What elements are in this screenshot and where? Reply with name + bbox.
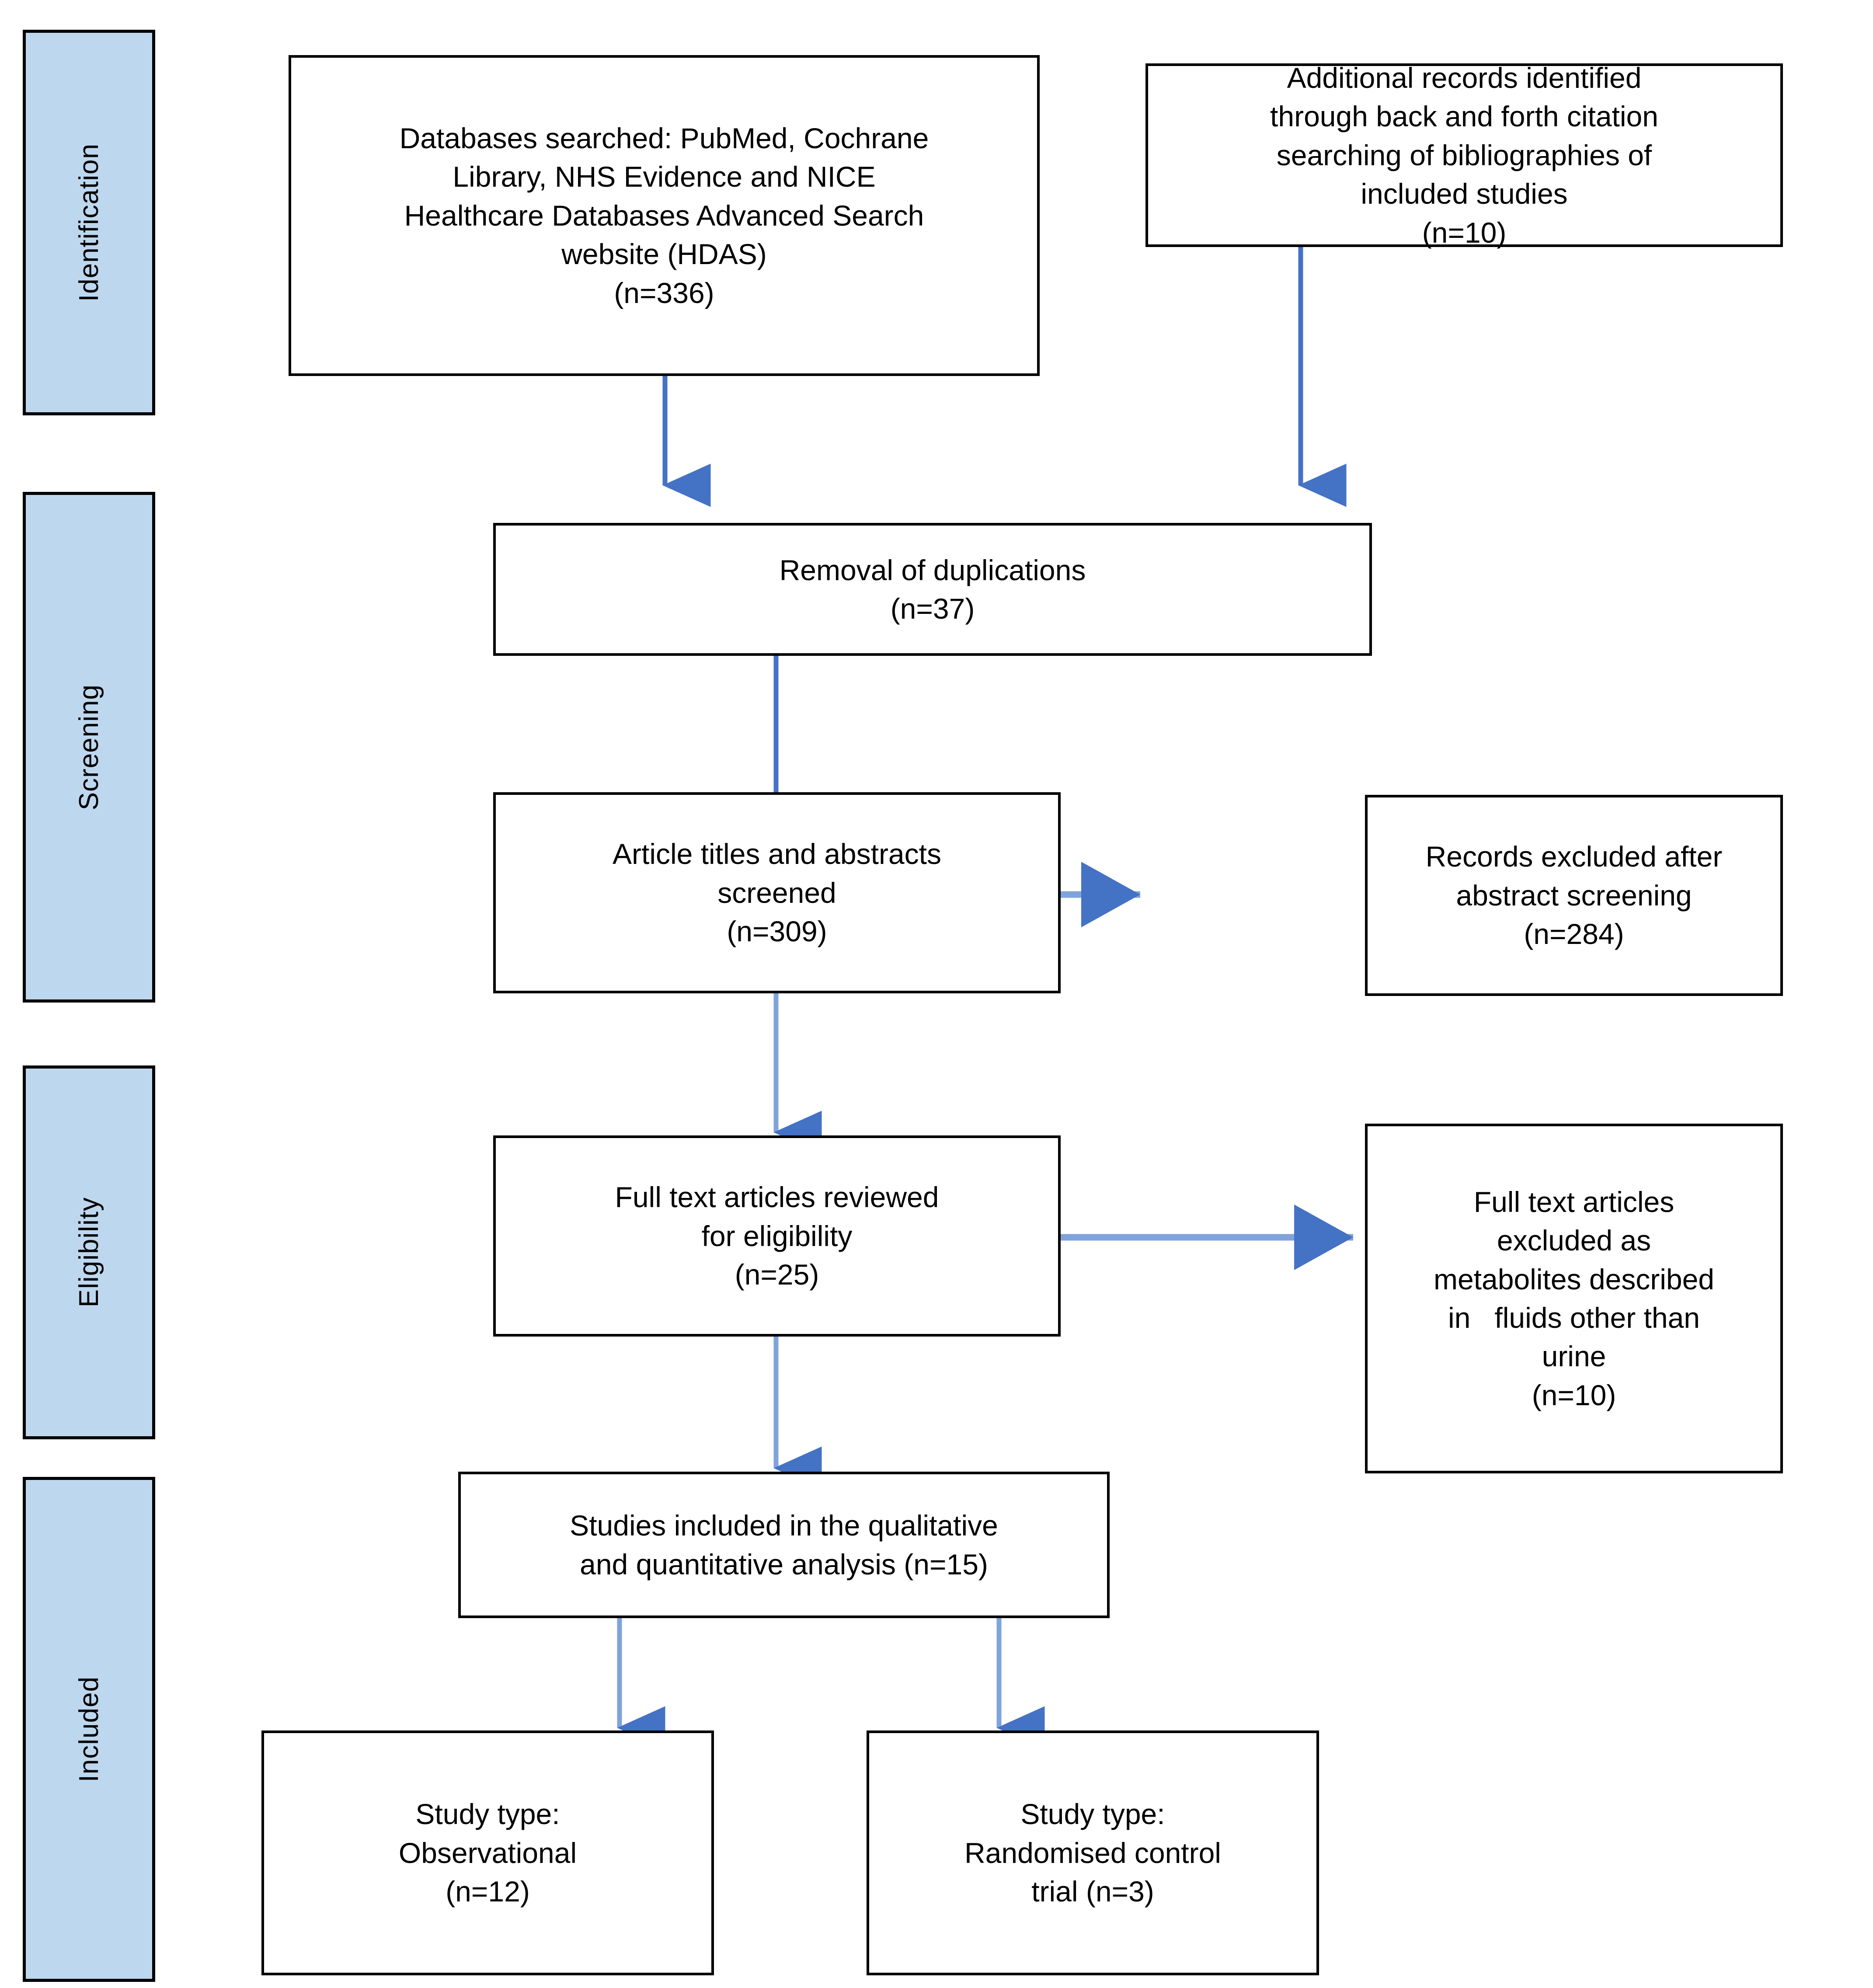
node-line: Full text articles	[1473, 1185, 1675, 1218]
node-line: Additional records identified	[1287, 61, 1642, 94]
node-line: through back and forth citation	[1270, 100, 1658, 133]
node-line: website (HDAS)	[561, 238, 767, 271]
node-count: (n=309)	[727, 915, 827, 948]
node-line: in fluids other than	[1448, 1302, 1700, 1334]
node-databases-searched: Databases searched: PubMed, Cochrane Lib…	[289, 55, 1040, 376]
node-line: Study type:	[415, 1798, 560, 1831]
phase-label-included: Included	[73, 1676, 104, 1783]
node-line: urine	[1542, 1340, 1606, 1373]
node-records-excluded: Records excluded after abstract screenin…	[1365, 795, 1783, 996]
phase-box-eligibility: Eligibility	[23, 1065, 155, 1439]
node-line: searching of bibliographies of	[1276, 139, 1652, 171]
node-line: Studies included in the qualitative	[570, 1509, 998, 1542]
node-removal-of-duplications: Removal of duplications (n=37)	[493, 523, 1372, 656]
phase-box-identification: Identification	[23, 30, 155, 415]
node-study-type-observational: Study type: Observational (n=12)	[261, 1730, 714, 1975]
phase-label-eligibility: Eligibility	[73, 1197, 104, 1308]
node-count: trial (n=3)	[1031, 1875, 1154, 1908]
node-full-text-reviewed: Full text articles reviewed for eligibil…	[493, 1135, 1061, 1337]
node-line: Study type:	[1020, 1798, 1165, 1831]
node-line: Records excluded after	[1425, 840, 1723, 873]
node-count: (n=336)	[614, 276, 714, 309]
node-line: Randomised control	[964, 1836, 1221, 1869]
node-line: Article titles and abstracts	[613, 838, 941, 870]
node-line: included studies	[1361, 178, 1568, 210]
node-count: (n=284)	[1524, 918, 1624, 950]
node-titles-abstracts-screened: Article titles and abstracts screened (n…	[493, 792, 1061, 993]
node-count: (n=37)	[890, 592, 975, 625]
node-studies-included: Studies included in the qualitative and …	[458, 1472, 1110, 1618]
node-line: and quantitative analysis (n=15)	[580, 1548, 988, 1581]
node-count: (n=10)	[1532, 1379, 1616, 1411]
node-count: (n=10)	[1422, 216, 1507, 249]
node-line: Library, NHS Evidence and NICE	[453, 160, 876, 193]
node-line: Observational	[398, 1836, 577, 1869]
phase-box-included: Included	[23, 1477, 155, 1982]
node-line: for eligibility	[701, 1219, 853, 1252]
node-line: Healthcare Databases Advanced Search	[404, 199, 924, 232]
node-line: metabolites described	[1433, 1263, 1715, 1295]
phase-box-screening: Screening	[23, 492, 155, 1003]
node-line: excluded as	[1497, 1224, 1651, 1257]
node-line: abstract screening	[1456, 879, 1692, 912]
node-line: Full text articles reviewed	[615, 1181, 939, 1214]
node-line: screened	[717, 876, 836, 909]
node-count: (n=25)	[735, 1258, 819, 1291]
node-full-text-excluded: Full text articles excluded as metabolit…	[1365, 1124, 1783, 1473]
node-count: (n=12)	[446, 1875, 530, 1908]
phase-label-identification: Identification	[73, 143, 104, 302]
node-study-type-rct: Study type: Randomised control trial (n=…	[867, 1730, 1319, 1975]
node-additional-records: Additional records identified through ba…	[1145, 62, 1783, 249]
node-line: Databases searched: PubMed, Cochrane	[399, 122, 929, 154]
node-line: Removal of duplications	[779, 554, 1086, 586]
phase-label-screening: Screening	[73, 684, 104, 811]
